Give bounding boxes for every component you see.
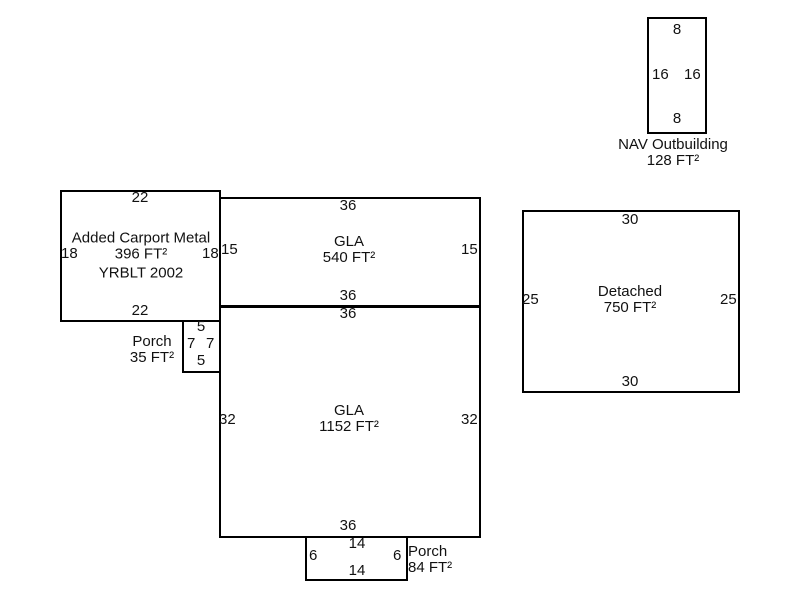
gla-upper-name: GLA xyxy=(333,233,365,250)
dim-porch-side-bottom: 5 xyxy=(196,352,206,369)
gla-lower-area: 1152 FT² xyxy=(319,418,379,435)
label-gla-upper: GLA 540 FT² xyxy=(323,234,376,266)
dim-carport-right: 18 xyxy=(202,245,219,262)
porch-front-area: 84 FT² xyxy=(408,559,453,576)
porch-front-name: Porch xyxy=(408,543,448,560)
room-gla-upper xyxy=(219,197,481,308)
dim-detached-top: 30 xyxy=(621,211,639,228)
carport-area: 396 FT² xyxy=(114,245,168,263)
dim-carport-bottom: 22 xyxy=(131,302,149,319)
dim-gla-upper-top: 36 xyxy=(339,197,357,214)
porch-side-name: Porch xyxy=(132,333,172,350)
dim-porch-front-top: 14 xyxy=(348,535,366,552)
dim-gla-upper-bottom: 36 xyxy=(339,287,357,304)
label-gla-lower: GLA 1152 FT² xyxy=(319,403,379,435)
gla-lower-name: GLA xyxy=(333,402,364,419)
dim-porch-front-bottom: 14 xyxy=(348,562,366,579)
dim-porch-side-left: 7 xyxy=(187,335,196,352)
label-carport: Added Carport Metal 396 FT² YRBLT 2002 xyxy=(71,229,211,282)
carport-name: Added Carport Metal xyxy=(71,229,211,247)
dim-outbuilding-left: 16 xyxy=(652,66,669,83)
outbuilding-area: 128 FT² xyxy=(646,152,700,169)
dim-outbuilding-bottom: 8 xyxy=(672,110,682,127)
dim-porch-side-top: 5 xyxy=(196,318,206,335)
dim-detached-left: 25 xyxy=(522,291,539,308)
dim-detached-right: 25 xyxy=(720,291,737,308)
outbuilding-name: NAV Outbuilding xyxy=(618,136,728,153)
room-porch-side xyxy=(182,320,221,373)
carport-year: YRBLT 2002 xyxy=(98,264,184,282)
dim-gla-upper-right: 15 xyxy=(461,241,478,258)
porch-side-area: 35 FT² xyxy=(129,349,175,366)
dim-porch-front-left: 6 xyxy=(309,547,318,564)
label-porch-front: Porch 84 FT² xyxy=(408,544,452,576)
dim-porch-side-right: 7 xyxy=(206,335,215,352)
dim-outbuilding-top: 8 xyxy=(672,21,682,38)
room-nav-outbuilding xyxy=(647,17,707,134)
room-detached xyxy=(522,210,740,393)
gla-upper-area: 540 FT² xyxy=(322,249,376,266)
dim-porch-front-right: 6 xyxy=(393,547,402,564)
dim-carport-left: 18 xyxy=(61,245,78,262)
dim-gla-lower-left: 32 xyxy=(219,411,236,428)
detached-area: 750 FT² xyxy=(603,299,657,316)
room-porch-front xyxy=(305,536,408,581)
detached-name: Detached xyxy=(597,283,663,300)
dim-gla-lower-top: 36 xyxy=(339,305,357,322)
dim-outbuilding-right: 16 xyxy=(684,66,701,83)
dim-gla-lower-bottom: 36 xyxy=(339,517,357,534)
dim-carport-top: 22 xyxy=(131,189,149,206)
dim-gla-lower-right: 32 xyxy=(461,411,478,428)
label-detached: Detached 750 FT² xyxy=(598,284,662,316)
dim-gla-upper-left: 15 xyxy=(221,241,238,258)
label-outbuilding: NAV Outbuilding 128 FT² xyxy=(618,137,728,169)
dim-detached-bottom: 30 xyxy=(621,373,639,390)
label-porch-side: Porch 35 FT² xyxy=(130,334,174,366)
